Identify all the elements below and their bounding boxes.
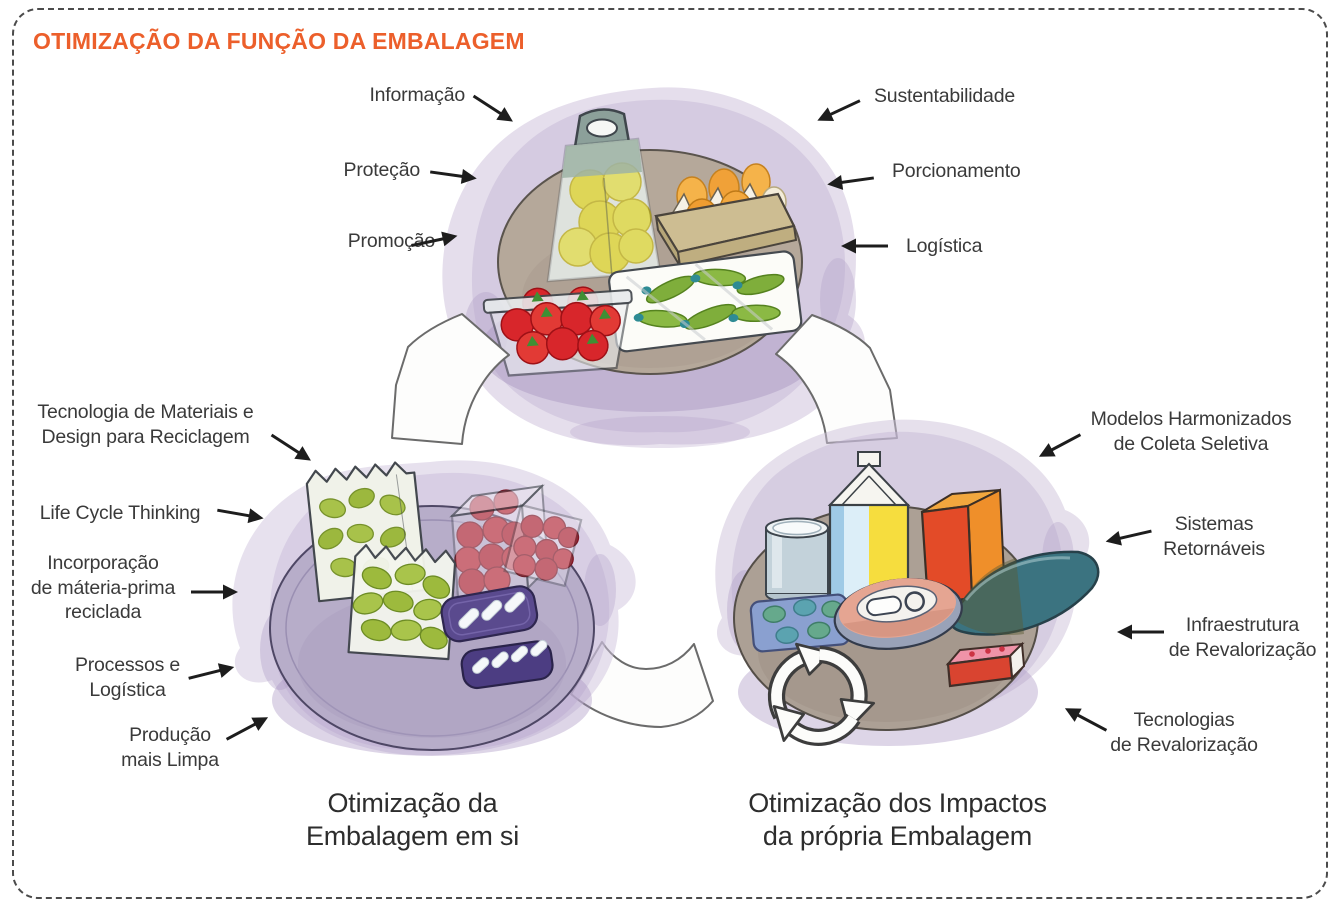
arrow-icon <box>430 168 477 184</box>
arrow-icon <box>1038 433 1082 457</box>
arrow-icon <box>188 663 235 680</box>
blister-pack-illustration <box>460 639 554 690</box>
label-incorporacao-materia-prima: Incorporação de máteria-prima reciclada <box>30 552 176 624</box>
cycle-arrow-band-left <box>391 313 510 445</box>
strawberry-tray-illustration <box>482 286 633 377</box>
top-cluster-illustration <box>442 87 865 448</box>
teal-pouch-illustration <box>949 550 1100 636</box>
caption-otimizacao-impactos: Otimização dos Impactos da própria Embal… <box>748 788 1047 852</box>
label-infraestrutura-revalorizacao: Infraestrutura de Revalorização <box>1168 614 1317 661</box>
label-life-cycle-thinking: Life Cycle Thinking <box>39 502 201 524</box>
arrow-icon <box>827 174 874 190</box>
label-sistemas-retornaveis: Sistemas Retornáveis <box>1163 513 1265 560</box>
arrow-icon <box>1105 529 1152 546</box>
lemon-bag-illustration <box>546 108 662 283</box>
label-logistica: Logística <box>906 235 983 257</box>
page-title: OTIMIZAÇÃO DA FUNÇÃO DA EMBALAGEM <box>33 28 525 54</box>
label-sustentabilidade: Sustentabilidade <box>874 85 1015 107</box>
arrow-icon <box>270 433 311 461</box>
berry-box-tilted-illustration <box>503 503 583 588</box>
egg-carton-illustration <box>654 163 798 268</box>
can-illustration <box>765 517 829 604</box>
bottom-left-cluster-illustration <box>232 460 636 756</box>
arrow-icon <box>411 231 458 248</box>
label-tecnologias-revalorizacao: Tecnologias de Revalorização <box>1110 709 1258 756</box>
cycle-arrow-band-right <box>775 314 898 444</box>
red-box-illustration <box>945 641 1026 688</box>
blister-pack-illustration <box>440 585 539 643</box>
arrow-icon <box>225 717 269 741</box>
arrow-icon <box>472 94 513 122</box>
cycle-arrows <box>391 313 898 728</box>
arrow-icon <box>1064 708 1108 732</box>
milk-carton-illustration <box>827 451 911 604</box>
sardine-tin-illustration <box>833 578 963 650</box>
arrow-icon <box>817 99 861 122</box>
label-producao-mais-limpa: Produção mais Limpa <box>121 724 219 771</box>
label-processos-logistica: Processos e Logística <box>74 654 181 701</box>
arrow-icon <box>191 584 238 600</box>
arrow-icon <box>1117 624 1164 640</box>
bottom-right-cluster-illustration <box>715 419 1100 758</box>
clear-olive-bag-illustration <box>347 544 457 661</box>
label-protecao: Proteção <box>343 159 421 181</box>
pepper-tray-illustration <box>608 250 803 353</box>
caption-otimizacao-embalagem: Otimização da Embalagem em si <box>305 788 520 852</box>
label-modelos-harmonizados: Modelos Harmonizados de Coleta Seletiva <box>1090 408 1292 455</box>
arrow-icon <box>217 508 264 524</box>
arrow-icon <box>841 238 888 254</box>
label-informacao: Informação <box>369 84 465 106</box>
label-tecnologia-materiais: Tecnologia de Materiais e Design para Re… <box>37 401 254 448</box>
label-porcionamento: Porcionamento <box>892 160 1021 182</box>
